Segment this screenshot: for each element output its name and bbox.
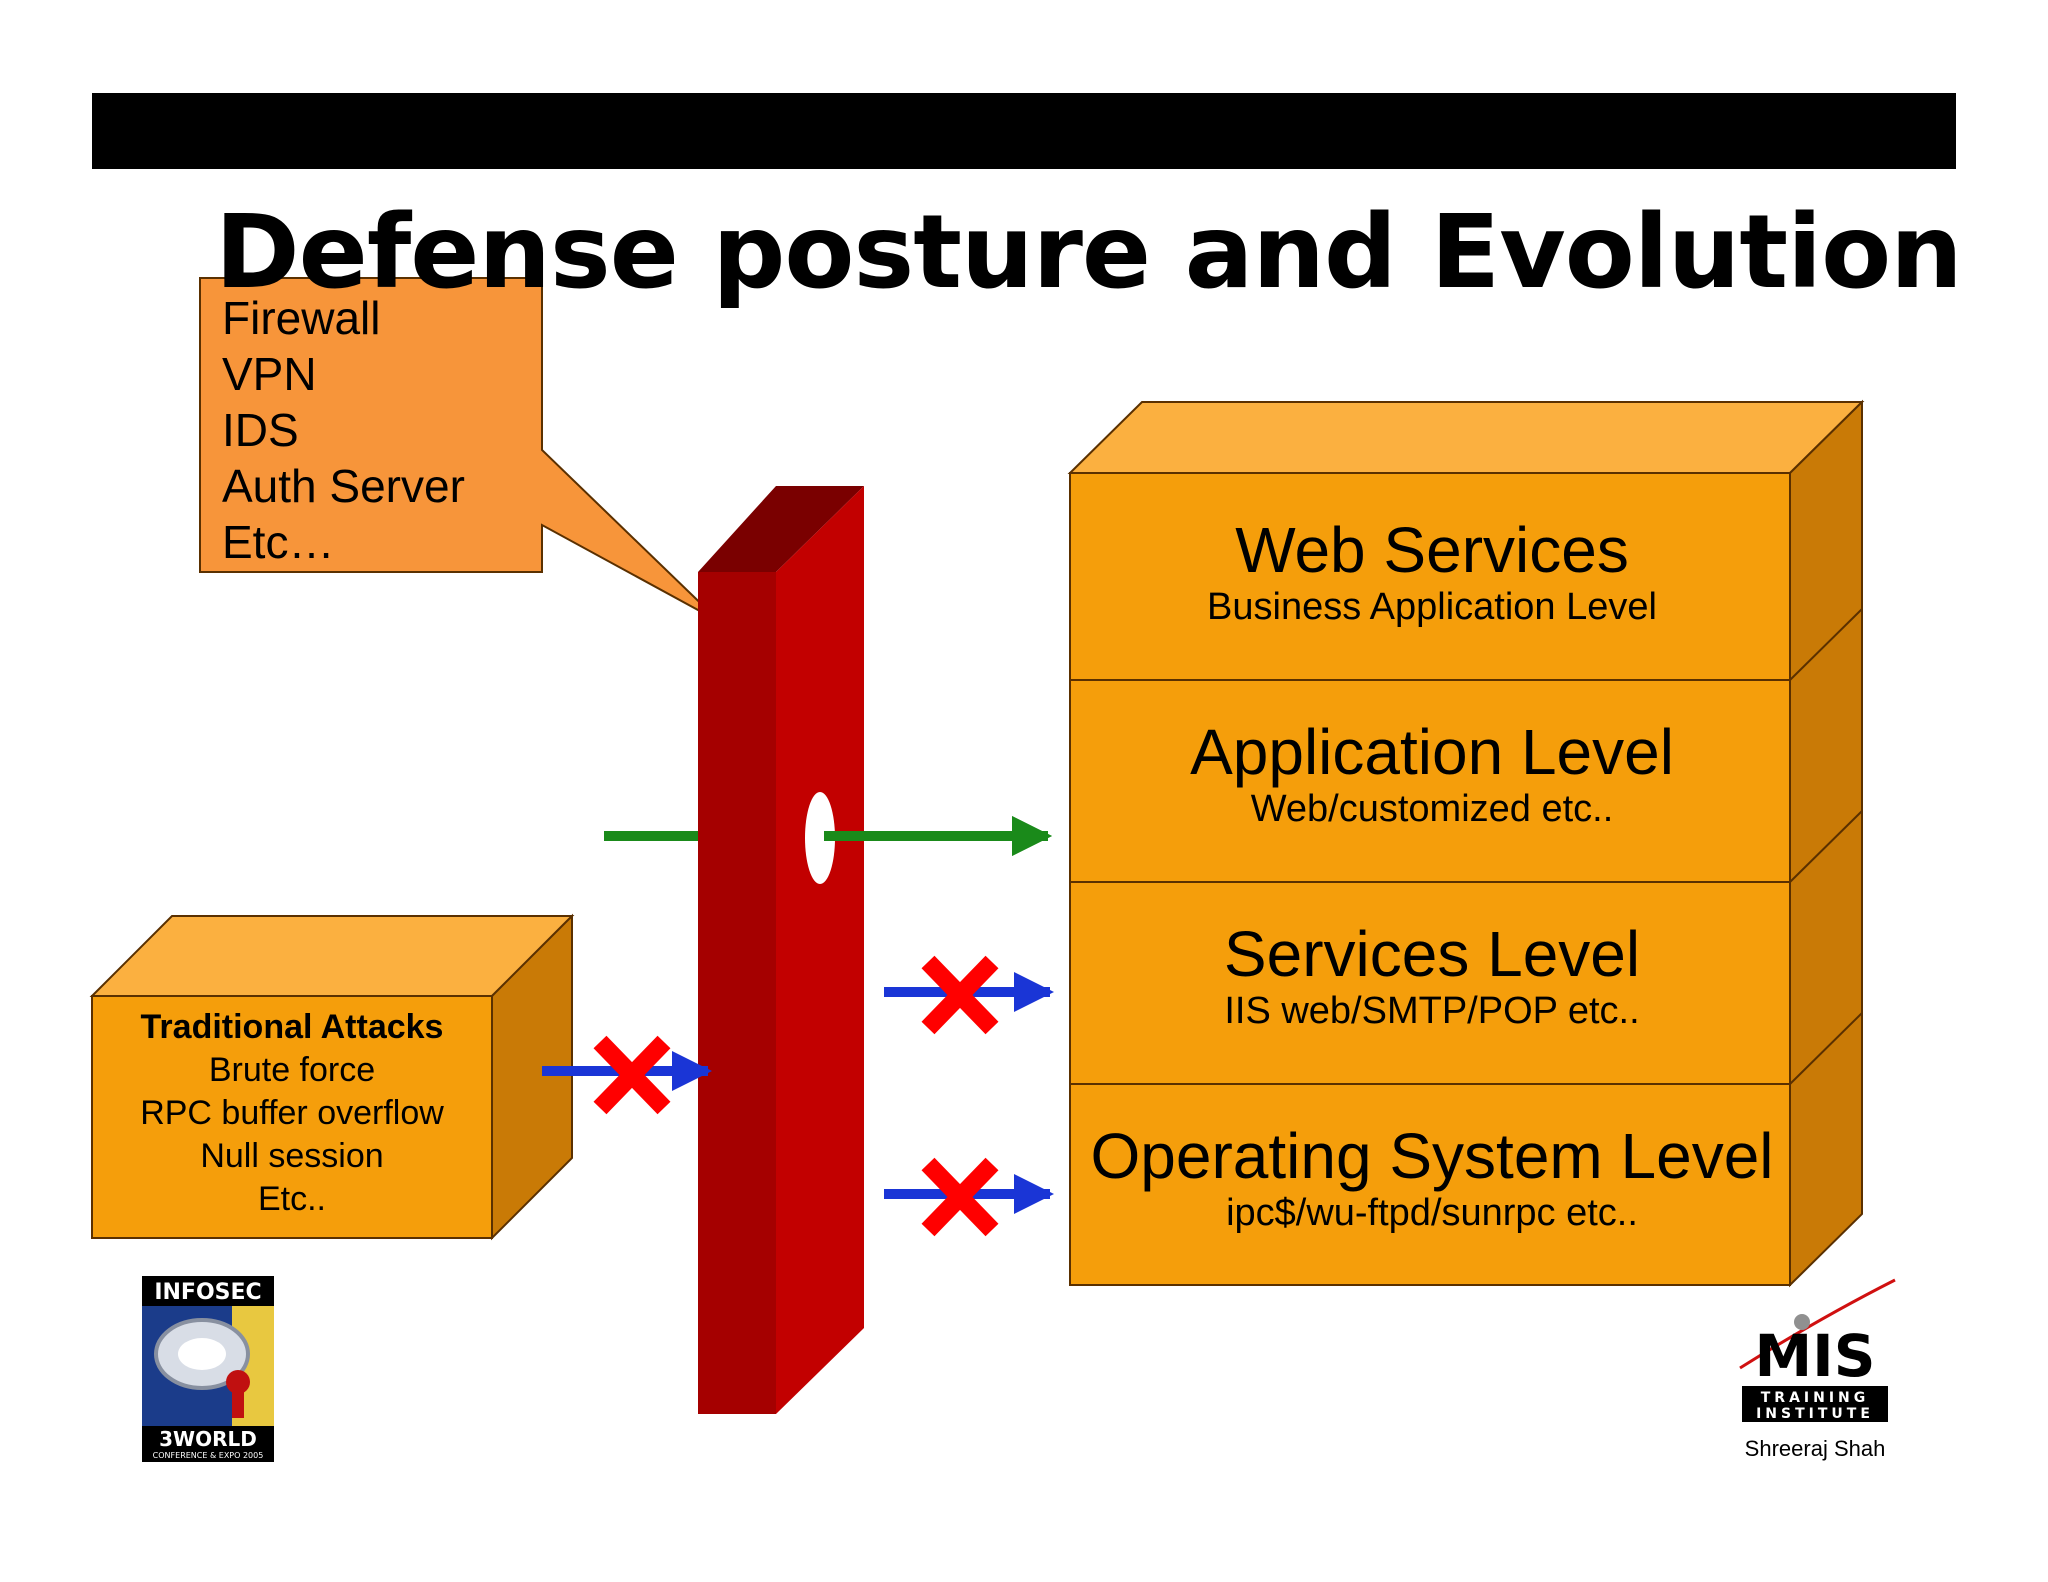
- block-mark-traditional: [593, 1035, 671, 1115]
- slide-title: Defense posture and Evolution: [215, 193, 1963, 312]
- block-mark-services: [921, 955, 999, 1035]
- defense-callout: [199, 277, 721, 623]
- mis-training-logo: MIS TRAINING INSTITUTE: [1739, 1278, 1896, 1422]
- layer-operating-system-label: Operating System Level ipc$/wu-ftpd/sunr…: [1072, 1121, 1792, 1235]
- layer-services-label: Services Level IIS web/SMTP/POP etc..: [1072, 919, 1792, 1033]
- layer-title: Application Level: [1190, 716, 1674, 788]
- layer-application: [1069, 679, 1791, 883]
- callout-item: IDS: [222, 404, 299, 456]
- layer-operating-system: [1069, 1083, 1791, 1286]
- layer-title: Services Level: [1223, 918, 1641, 990]
- svg-text:INSTITUTE: INSTITUTE: [1756, 1406, 1874, 1422]
- layer-subtitle: IIS web/SMTP/POP etc..: [1224, 990, 1640, 1032]
- attacks-heading: Traditional Attacks: [140, 1008, 444, 1046]
- wall-opening: [805, 792, 835, 884]
- attack-item: RPC buffer overflow: [140, 1094, 444, 1132]
- layer-stack: [1067, 399, 1865, 1288]
- layer-title: Web Services: [1235, 514, 1629, 586]
- callout-item: Auth Server: [222, 460, 465, 512]
- layer-subtitle: Business Application Level: [1207, 586, 1657, 628]
- layer-subtitle: Web/customized etc..: [1250, 788, 1614, 830]
- svg-text:MIS: MIS: [1754, 1322, 1875, 1390]
- stack-side-face: [1789, 399, 1863, 1288]
- layer-web-services: [1069, 472, 1791, 681]
- layer-application-label: Application Level Web/customized etc..: [1072, 717, 1792, 831]
- svg-text:TRAINING: TRAINING: [1761, 1390, 1870, 1406]
- header-bar: [92, 93, 1956, 169]
- callout-list: Firewall VPN IDS Auth Server Etc…: [222, 290, 465, 570]
- callout-item: Firewall: [222, 292, 381, 344]
- attack-item: Brute force: [208, 1051, 376, 1089]
- author-name: Shreeraj Shah: [1744, 1436, 1886, 1461]
- attacks-box: [89, 913, 575, 1241]
- wall-front-face: [698, 572, 776, 1414]
- attacks-front-face: [91, 995, 493, 1239]
- attacks-top-face: [89, 915, 575, 997]
- layer-services: [1069, 881, 1791, 1085]
- infosec-world-logo: INFOSEC 3WORLD CONFERENCE & EXPO 2005: [142, 1276, 274, 1462]
- layer-subtitle: ipc$/wu-ftpd/sunrpc etc..: [1226, 1192, 1638, 1234]
- layer-title: Operating System Level: [1090, 1120, 1774, 1192]
- block-mark-os: [921, 1157, 999, 1237]
- callout-item: Etc…: [222, 516, 335, 568]
- svg-text:CONFERENCE & EXPO 2005: CONFERENCE & EXPO 2005: [153, 1451, 264, 1460]
- stack-top-face: [1067, 401, 1865, 474]
- layer-web-services-label: Web Services Business Application Level: [1072, 515, 1792, 629]
- callout-item: VPN: [222, 348, 317, 400]
- svg-text:3WORLD: 3WORLD: [159, 1427, 257, 1451]
- firewall-wall: [698, 486, 864, 1414]
- attack-item: Etc..: [257, 1180, 327, 1218]
- attack-item: Null session: [200, 1137, 384, 1175]
- wall-top-face: [698, 486, 864, 572]
- attacks-list: Traditional Attacks Brute force RPC buff…: [92, 1006, 492, 1221]
- svg-text:INFOSEC: INFOSEC: [154, 1280, 261, 1305]
- wall-side-face: [776, 486, 864, 1414]
